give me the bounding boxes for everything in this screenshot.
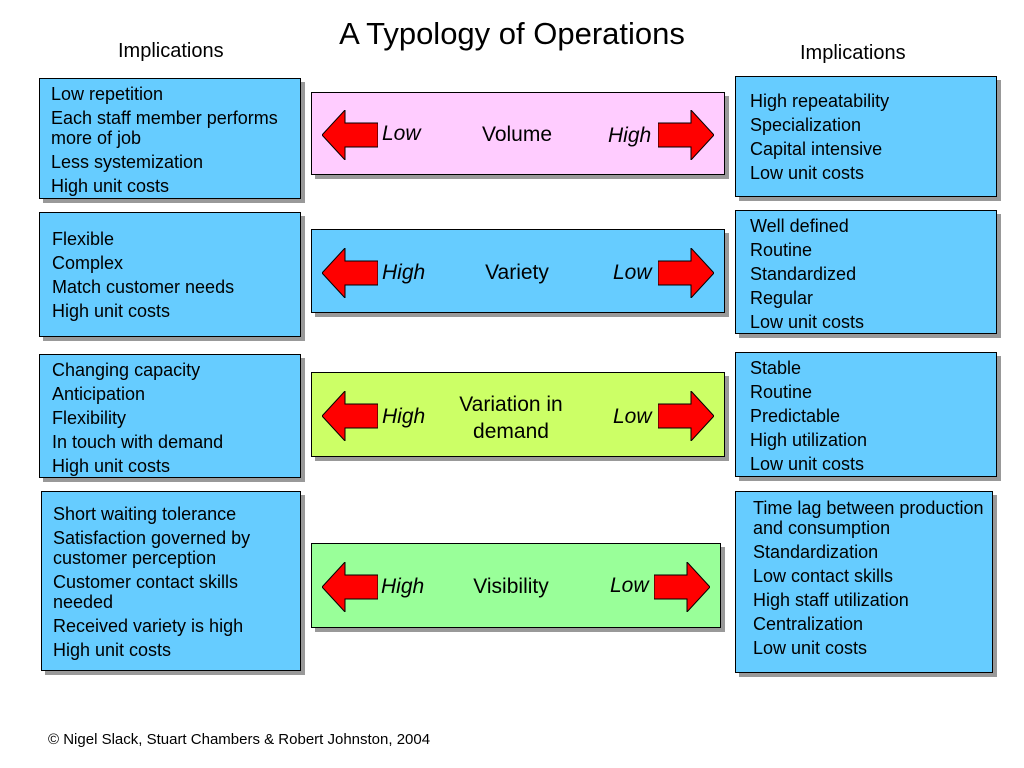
dimension-label: Variety xyxy=(485,261,549,284)
implication-item: Standardization xyxy=(753,542,879,562)
implication-item: Low unit costs xyxy=(750,312,865,332)
diagram-title: A Typology of Operations xyxy=(339,16,685,51)
scale-left-label: High xyxy=(381,575,425,598)
implication-item: High staff utilization xyxy=(753,590,909,610)
right-arrow-icon xyxy=(658,110,714,160)
implication-item: Low unit costs xyxy=(750,163,865,183)
scale-right-label: Low xyxy=(610,574,649,597)
dimension-label: Visibility xyxy=(473,575,549,598)
left-arrow-icon xyxy=(322,562,378,612)
scale-left-label: Low xyxy=(382,122,421,145)
implication-item: Low unit costs xyxy=(750,454,865,474)
implication-item: Received variety is high xyxy=(53,616,244,636)
left-implications-volume: Low repetition Each staff member perform… xyxy=(39,78,301,199)
right-implications-variety: Well defined Routine Standardized Regula… xyxy=(735,210,997,334)
implication-item: Centralization xyxy=(753,614,864,634)
implication-item: Satisfaction governed by customer percep… xyxy=(53,528,251,568)
implication-item: High unit costs xyxy=(53,640,172,660)
implication-item: Short waiting tolerance xyxy=(53,504,237,524)
implication-item: Stable xyxy=(750,358,802,378)
implication-item: Anticipation xyxy=(52,384,146,404)
left-implications-variety: Flexible Complex Match customer needs Hi… xyxy=(39,212,301,337)
scale-right-label: Low xyxy=(613,261,652,284)
left-implications-visibility: Short waiting tolerance Satisfaction gov… xyxy=(41,491,301,671)
implication-item: Low contact skills xyxy=(753,566,894,586)
band-visibility: High Visibility Low xyxy=(311,543,721,628)
implication-item: Routine xyxy=(750,382,813,402)
implications-heading-right: Implications xyxy=(800,42,906,64)
dimension-label: Volume xyxy=(481,123,553,146)
implication-item: In touch with demand xyxy=(52,432,224,452)
implication-item: Match customer needs xyxy=(52,277,235,297)
right-implications-variation: Stable Routine Predictable High utilizat… xyxy=(735,352,997,477)
implication-item: Standardized xyxy=(750,264,857,284)
implication-item: Well defined xyxy=(750,216,849,236)
right-implications-visibility: Time lag between production and consumpt… xyxy=(735,491,993,673)
scale-left-label: High xyxy=(382,405,426,428)
implication-item: Flexible xyxy=(52,229,115,249)
implication-item: High unit costs xyxy=(52,301,171,321)
band-variety: High Variety Low xyxy=(311,229,725,313)
implication-item: Low repetition xyxy=(51,84,164,104)
scale-right-label: High xyxy=(608,124,652,147)
left-implications-variation: Changing capacity Anticipation Flexibili… xyxy=(39,354,301,478)
implication-item: Low unit costs xyxy=(753,638,868,658)
scale-left-label: High xyxy=(382,261,426,284)
implication-item: Less systemization xyxy=(51,152,204,172)
implication-item: Flexibility xyxy=(52,408,127,428)
implication-item: Specialization xyxy=(750,115,862,135)
implication-item: Predictable xyxy=(750,406,841,426)
implication-item: High utilization xyxy=(750,430,868,450)
implications-heading-left: Implications xyxy=(118,40,224,62)
right-arrow-icon xyxy=(658,248,714,298)
implication-item: Capital intensive xyxy=(750,139,883,159)
implication-item: High repeatability xyxy=(750,91,890,111)
implication-item: Regular xyxy=(750,288,814,308)
left-arrow-icon xyxy=(322,110,378,160)
implication-item: Changing capacity xyxy=(52,360,201,380)
implication-item: Time lag between production and consumpt… xyxy=(753,498,984,538)
right-implications-volume: High repeatability Specialization Capita… xyxy=(735,76,997,197)
right-arrow-icon xyxy=(658,391,714,441)
left-arrow-icon xyxy=(322,248,378,298)
copyright-notice: © Nigel Slack, Stuart Chambers & Robert … xyxy=(48,731,431,748)
band-volume: Low Volume High xyxy=(311,92,725,175)
implication-item: High unit costs xyxy=(51,176,170,196)
left-arrow-icon xyxy=(322,391,378,441)
implication-item: Complex xyxy=(52,253,124,273)
scale-right-label: Low xyxy=(613,405,652,428)
implication-item: Customer contact skills needed xyxy=(53,572,239,612)
implication-item: High unit costs xyxy=(52,456,171,476)
implication-item: Routine xyxy=(750,240,813,260)
implication-item: Each staff member performs more of job xyxy=(51,108,278,148)
right-arrow-icon xyxy=(654,562,710,612)
